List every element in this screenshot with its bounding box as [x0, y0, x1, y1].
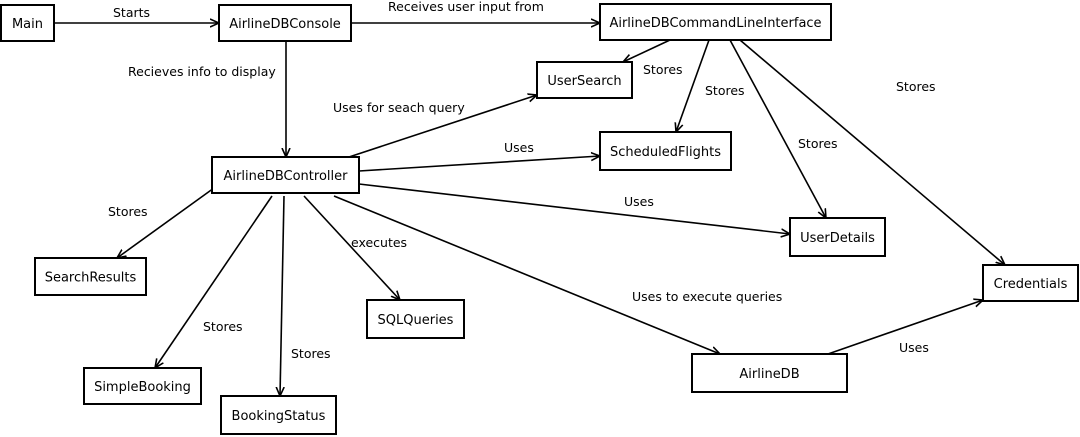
node-label-cli: AirlineDBCommandLineInterface	[609, 16, 821, 31]
node-main: Main	[0, 4, 55, 42]
node-label-bookingstatus: BookingStatus	[232, 409, 326, 424]
node-label-console: AirlineDBConsole	[229, 17, 341, 32]
node-box-searchresults	[34, 257, 147, 296]
node-cli: AirlineDBCommandLineInterface	[599, 3, 832, 41]
node-label-scheduled: ScheduledFlights	[610, 145, 721, 160]
node-label-simplebooking: SimpleBooking	[94, 380, 191, 395]
edge-label-cli-to-usersearch: Stores	[643, 62, 683, 77]
edge-controller-to-simplebooking	[155, 195, 273, 368]
edge-label-controller-to-searchresults: Stores	[108, 204, 148, 219]
node-box-main	[0, 4, 55, 42]
node-label-sqlqueries: SQLQueries	[378, 313, 454, 328]
edge-cli-to-credentials	[739, 39, 1005, 265]
edge-cli-to-usersearch	[623, 39, 671, 62]
node-controller: AirlineDBController	[211, 156, 360, 194]
node-box-airlinedb	[691, 353, 848, 393]
node-searchresults: SearchResults	[34, 257, 147, 296]
node-credentials: Credentials	[982, 264, 1079, 302]
node-box-console	[218, 4, 352, 42]
node-box-userdetails	[789, 217, 886, 257]
node-usersearch: UserSearch	[536, 61, 633, 99]
edge-airlinedb-to-credentials	[827, 300, 983, 355]
edge-label-console-to-cli: Receives user input from	[388, 0, 544, 14]
edge-label-cli-to-userdetails: Stores	[798, 136, 838, 151]
node-box-usersearch	[536, 61, 633, 99]
edge-controller-to-bookingstatus	[280, 195, 284, 396]
edge-controller-to-searchresults	[117, 187, 215, 258]
node-box-cli	[599, 3, 832, 41]
node-box-simplebooking	[83, 367, 202, 405]
node-label-controller: AirlineDBController	[224, 169, 349, 184]
edge-label-controller-to-usersearch: Uses for seach query	[333, 100, 465, 115]
node-airlinedb: AirlineDB	[691, 353, 848, 393]
node-box-controller	[211, 156, 360, 194]
edge-label-controller-to-sqlqueries: executes	[351, 235, 407, 250]
node-label-credentials: Credentials	[994, 277, 1068, 292]
edge-controller-to-usersearch	[348, 95, 537, 158]
edge-label-controller-to-bookingstatus: Stores	[291, 346, 331, 361]
edge-label-main-to-console: Starts	[113, 5, 150, 20]
edge-label-controller-to-airlinedb: Uses to execute queries	[632, 289, 782, 304]
node-box-bookingstatus	[220, 395, 337, 435]
node-sqlqueries: SQLQueries	[366, 299, 465, 339]
edge-controller-to-sqlqueries	[303, 195, 400, 300]
edge-label-airlinedb-to-credentials: Uses	[899, 340, 929, 355]
node-label-userdetails: UserDetails	[800, 231, 875, 246]
edge-cli-to-scheduled	[676, 39, 710, 132]
node-label-searchresults: SearchResults	[45, 271, 137, 286]
node-label-main: Main	[12, 17, 43, 32]
edge-controller-to-airlinedb	[333, 195, 720, 354]
node-userdetails: UserDetails	[789, 217, 886, 257]
edge-label-cli-to-credentials: Stores	[896, 79, 936, 94]
edge-cli-to-userdetails	[729, 39, 826, 218]
node-label-airlinedb: AirlineDB	[739, 367, 799, 382]
edge-label-cli-to-scheduled: Stores	[705, 83, 745, 98]
node-box-scheduled	[599, 131, 732, 171]
node-console: AirlineDBConsole	[218, 4, 352, 42]
node-box-credentials	[982, 264, 1079, 302]
node-simplebooking: SimpleBooking	[83, 367, 202, 405]
edge-label-controller-to-userdetails: Uses	[624, 194, 654, 209]
edge-label-controller-to-simplebooking: Stores	[203, 319, 243, 334]
edge-controller-to-userdetails	[358, 183, 790, 234]
edge-label-controller-to-scheduled: Uses	[504, 140, 534, 155]
node-scheduled: ScheduledFlights	[599, 131, 732, 171]
node-bookingstatus: BookingStatus	[220, 395, 337, 435]
edge-label-console-to-controller: Recieves info to display	[128, 64, 276, 79]
node-label-usersearch: UserSearch	[547, 74, 621, 89]
node-box-sqlqueries	[366, 299, 465, 339]
edge-controller-to-scheduled	[358, 156, 600, 172]
